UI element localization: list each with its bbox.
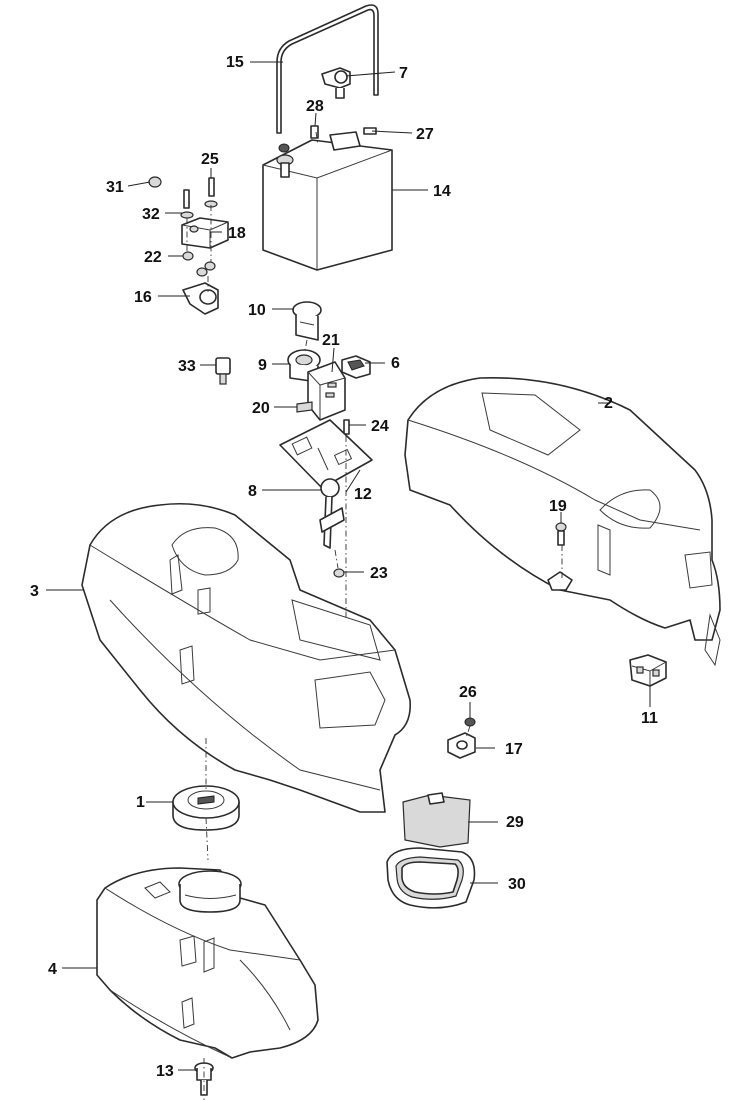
part-29-cover (402, 792, 471, 848)
callout-29: 29 (506, 814, 524, 831)
part-18-solenoid (181, 217, 229, 249)
callout-20: 20 (252, 400, 270, 417)
callout-2: 2 (604, 395, 613, 412)
part-33-key (215, 357, 231, 385)
callout-33: 33 (178, 358, 196, 375)
part-16-connector (182, 282, 219, 315)
part-7-vent-cap (321, 67, 351, 99)
callout-22: 22 (144, 249, 162, 266)
callout-6: 6 (391, 355, 400, 372)
callout-27: 27 (416, 126, 434, 143)
callout-30: 30 (508, 876, 526, 893)
part-24-screw (343, 419, 350, 435)
part-2-rear-cover (404, 376, 721, 667)
callout-17: 17 (505, 741, 523, 758)
part-25-screw (204, 177, 218, 208)
part-6-switch (341, 355, 371, 379)
callout-labels: 1 2 3 4 6 7 8 9 10 11 12 13 14 15 16 17 … (30, 54, 658, 1080)
callout-32: 32 (142, 206, 160, 223)
callout-16: 16 (134, 289, 152, 306)
callout-1: 1 (136, 794, 145, 811)
part-23-nut (333, 568, 345, 578)
callout-15: 15 (226, 54, 244, 71)
assembly-lines (186, 131, 563, 1100)
callout-26: 26 (459, 684, 477, 701)
leader-lines (46, 61, 651, 1071)
part-32-washer-screw (180, 189, 194, 219)
callout-9: 9 (258, 357, 267, 374)
callout-19: 19 (549, 498, 567, 515)
part-30-gasket (386, 847, 476, 909)
callout-25: 25 (201, 151, 219, 168)
callout-21: 21 (322, 332, 340, 349)
part-15-vent-hose (276, 4, 379, 134)
part-26-nut (464, 717, 476, 727)
callout-11: 11 (641, 710, 658, 727)
part-21-bracket (307, 361, 346, 421)
callout-31: 31 (106, 179, 124, 196)
callout-7: 7 (399, 65, 408, 82)
part-3-front-cover (81, 502, 412, 813)
callout-10: 10 (248, 302, 266, 319)
callout-23: 23 (370, 565, 388, 582)
part-10-ignition-switch (292, 301, 322, 341)
part-14-battery (262, 131, 393, 271)
part-9-switch-nut (287, 349, 321, 383)
callout-14: 14 (433, 183, 451, 200)
part-19-screw (555, 522, 567, 546)
callout-24: 24 (371, 418, 389, 435)
part-28-screw (310, 125, 319, 139)
callout-28: 28 (306, 98, 324, 115)
part-22-nuts (182, 251, 216, 277)
part-1-fuel-cap (172, 785, 240, 831)
callout-3: 3 (30, 583, 39, 600)
part-17-relay (447, 732, 476, 759)
part-12-plate (279, 419, 373, 489)
part-31-nut (148, 176, 162, 188)
callout-4: 4 (48, 961, 57, 978)
part-11-switch (629, 654, 667, 687)
callout-12: 12 (354, 486, 372, 503)
callout-8: 8 (248, 483, 257, 500)
callout-13: 13 (156, 1063, 174, 1080)
callout-18: 18 (228, 225, 246, 242)
part-20-clip (296, 401, 313, 413)
part-4-fuel-tank (96, 867, 319, 1059)
part-8-lever (319, 478, 345, 549)
